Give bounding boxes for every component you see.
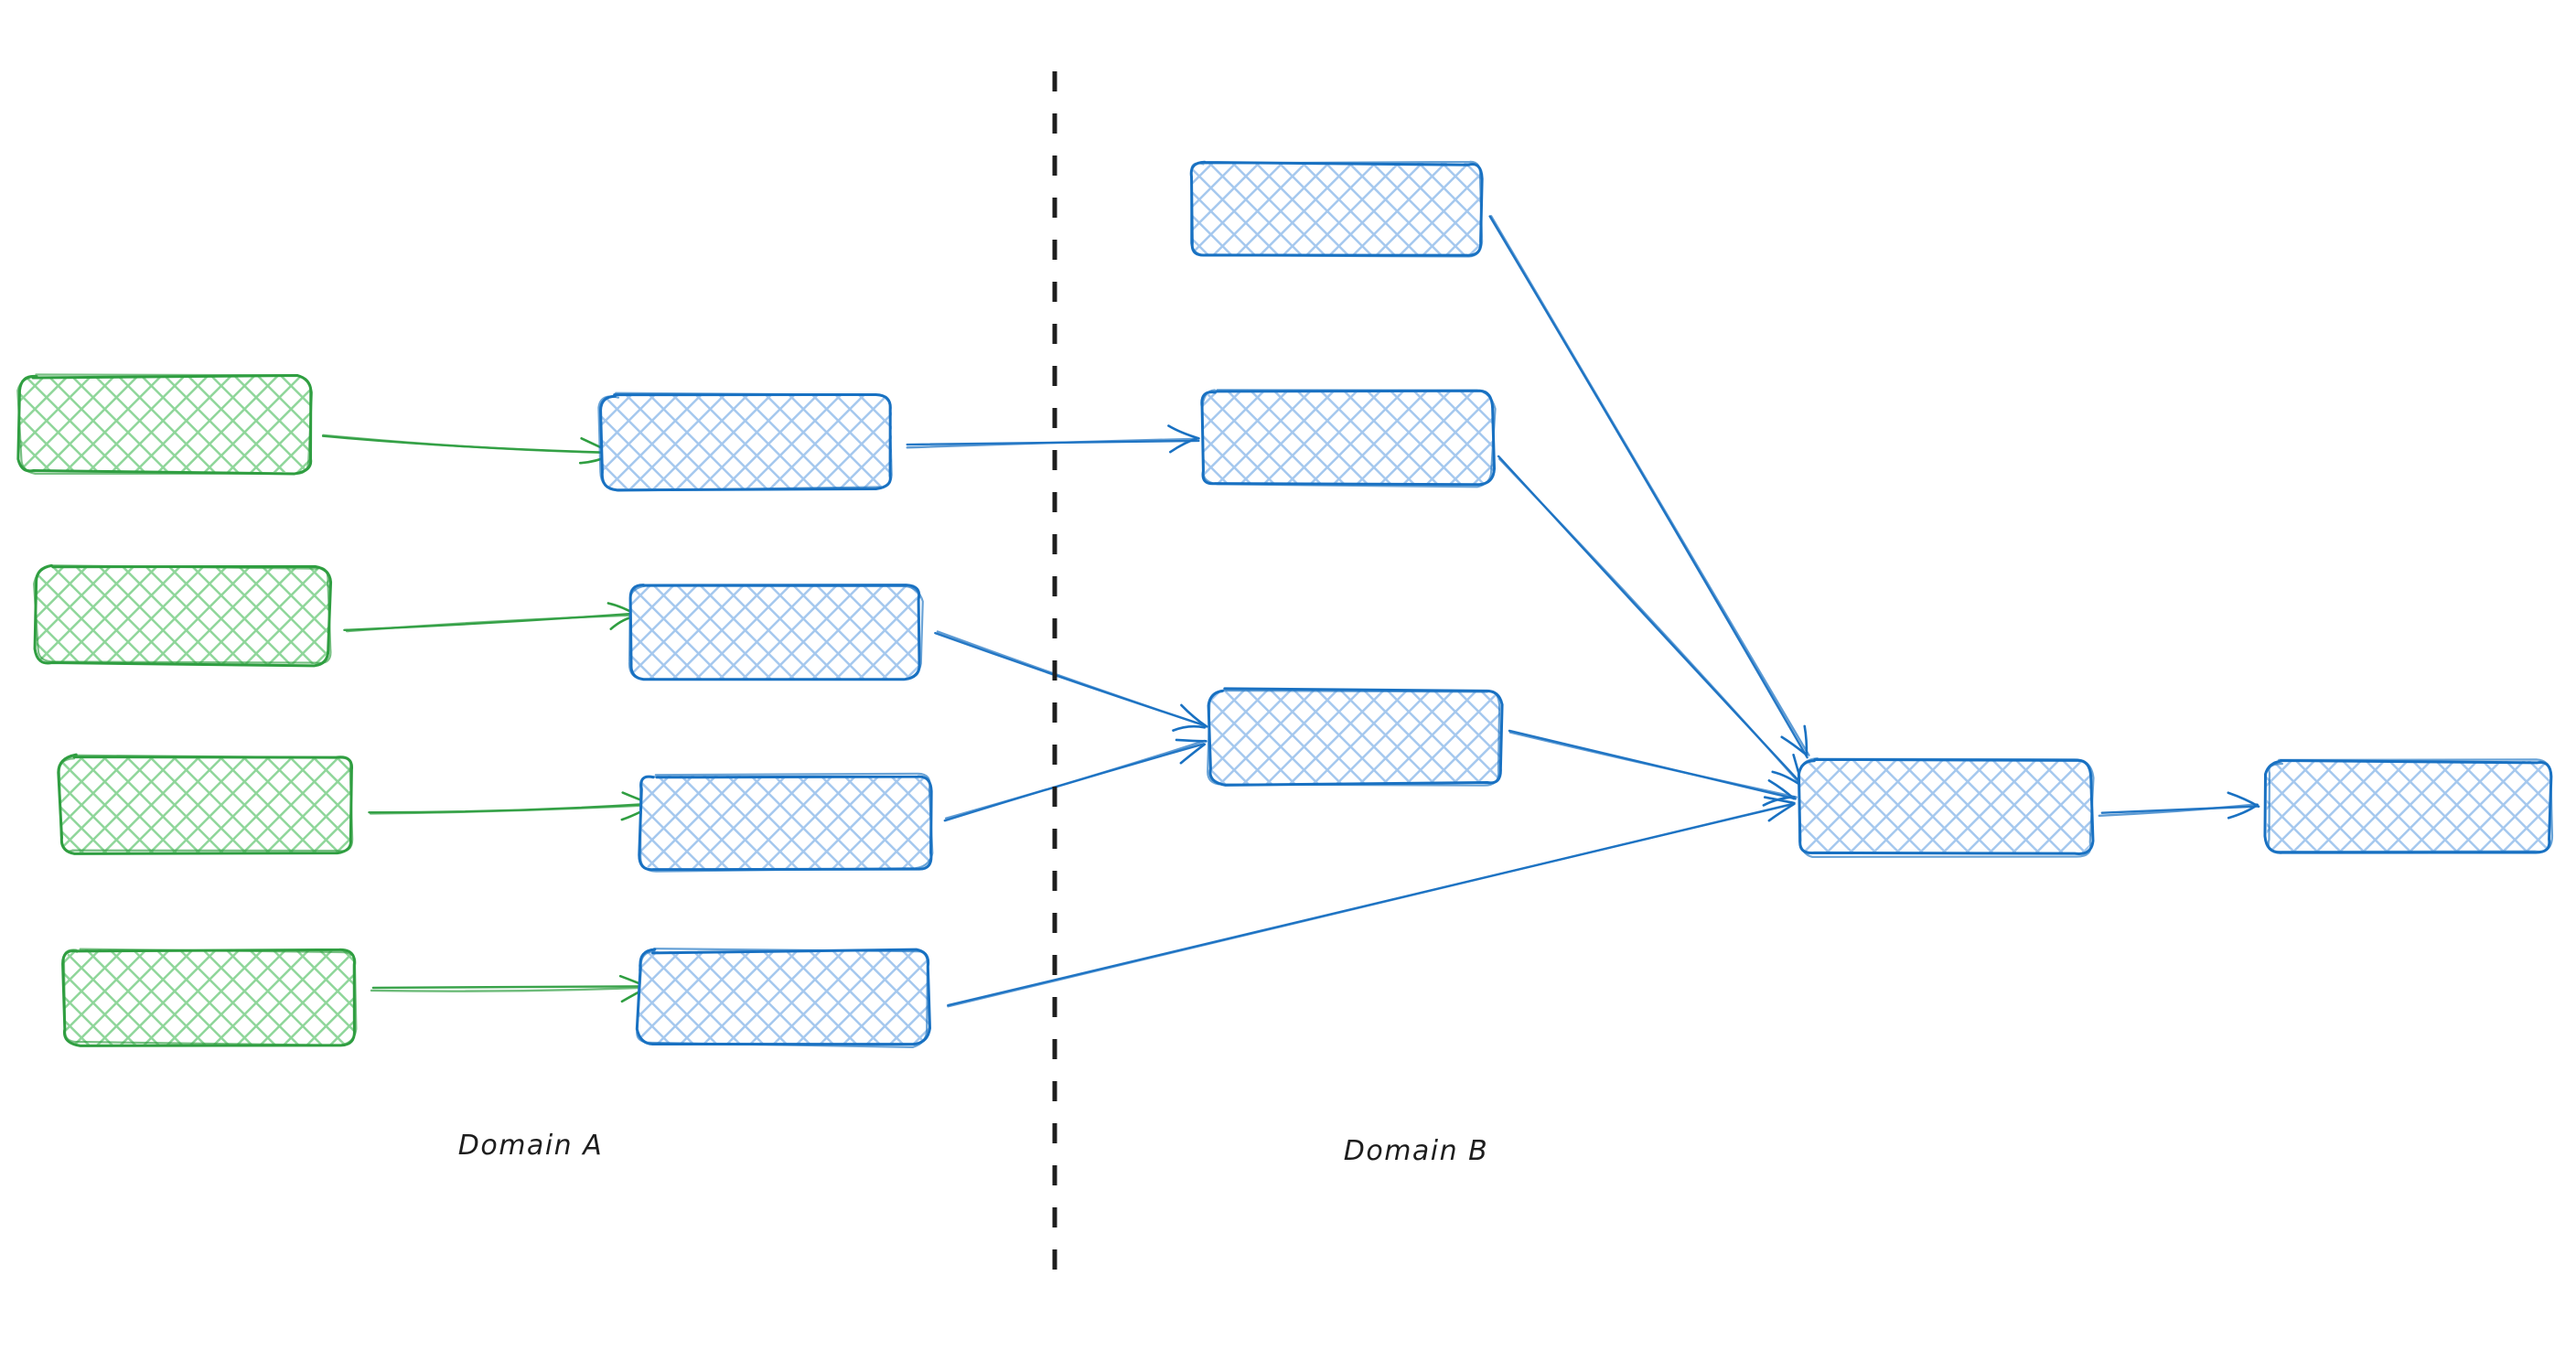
node-a4[interactable]	[61, 948, 358, 1047]
node-c1[interactable]	[1189, 160, 1484, 258]
edge-d1-e1	[2098, 791, 2260, 820]
node-layer	[16, 160, 2554, 1048]
node-a2[interactable]	[33, 563, 333, 668]
node-b4[interactable]	[635, 948, 931, 1048]
node-b2[interactable]	[628, 584, 924, 681]
node-c3[interactable]	[1207, 687, 1504, 787]
node-a3[interactable]	[57, 753, 354, 855]
domain-b-label: Domain B	[1344, 1135, 1489, 1167]
edge-b2-c3	[934, 630, 1208, 732]
edge-b4-d1	[947, 796, 1796, 1008]
edge-a2-b2	[343, 602, 642, 633]
edge-a4-b4	[370, 974, 652, 1003]
edge-c3-d1	[1508, 729, 1798, 807]
domain-a-label: Domain A	[458, 1130, 603, 1162]
edge-c1-d1	[1488, 215, 1810, 759]
node-b1[interactable]	[597, 391, 893, 492]
node-e1[interactable]	[2263, 758, 2554, 854]
node-d1[interactable]	[1797, 757, 2095, 858]
node-b3[interactable]	[638, 772, 934, 873]
edge-a1-b1	[321, 434, 614, 465]
edge-c2-d1	[1497, 455, 1805, 788]
edge-b3-c3	[943, 738, 1208, 822]
edge-a3-b3	[368, 791, 653, 821]
edge-b1-c2	[906, 424, 1200, 454]
node-c2[interactable]	[1200, 389, 1497, 488]
edge-layer	[321, 215, 2260, 1008]
node-a1[interactable]	[16, 373, 314, 476]
